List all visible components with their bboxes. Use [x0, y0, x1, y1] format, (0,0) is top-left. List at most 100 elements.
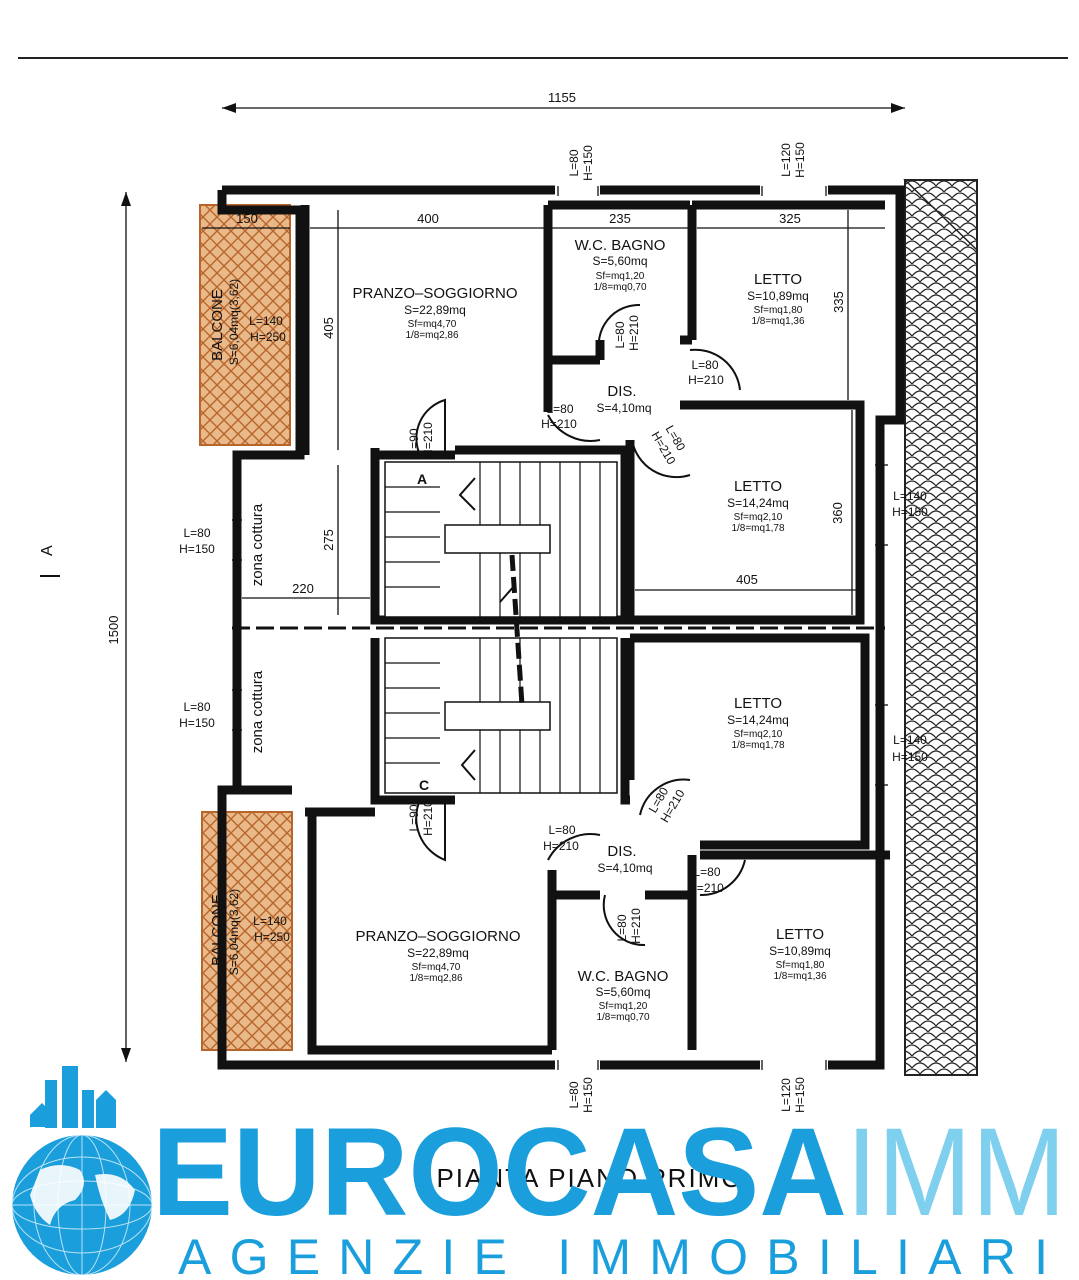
svg-text:H=210: H=210 — [629, 908, 643, 944]
svg-text:H=150: H=150 — [581, 145, 595, 181]
svg-text:LETTO: LETTO — [734, 695, 782, 712]
overall-width-label: 1155 — [548, 90, 576, 105]
overall-width-dimension: 1155 — [222, 90, 905, 113]
balcony-top — [199, 204, 291, 446]
svg-text:1/8=mq0,70: 1/8=mq0,70 — [593, 282, 647, 293]
svg-text:PRANZO–SOGGIORNO: PRANZO–SOGGIORNO — [355, 928, 520, 945]
overall-height-label: 1500 — [106, 616, 121, 645]
svg-text:S=5,60mq: S=5,60mq — [592, 254, 647, 268]
svg-text:H=150: H=150 — [793, 142, 807, 178]
svg-text:BALCONE: BALCONE — [209, 894, 226, 966]
svg-text:H=210: H=210 — [421, 800, 435, 836]
svg-text:Sf=mq1,20: Sf=mq1,20 — [599, 1001, 648, 1012]
svg-text:L=80: L=80 — [567, 1081, 581, 1108]
svg-text:H=150: H=150 — [892, 505, 928, 519]
svg-text:220: 220 — [292, 581, 314, 596]
svg-text:L=80: L=80 — [567, 149, 581, 176]
svg-text:S=5,60mq: S=5,60mq — [595, 985, 650, 999]
room-disimpegno-top: DIS. S=4,10mq — [596, 383, 651, 415]
svg-text:Sf=mq4,70: Sf=mq4,70 — [408, 319, 457, 330]
svg-text:Sf=mq1,80: Sf=mq1,80 — [776, 960, 825, 971]
svg-text:405: 405 — [321, 317, 336, 339]
svg-text:H=210: H=210 — [688, 881, 724, 895]
svg-text:S=22,89mq: S=22,89mq — [407, 946, 469, 960]
svg-text:L=120: L=120 — [779, 1078, 793, 1112]
svg-text:S=10,89mq: S=10,89mq — [747, 289, 809, 303]
roof-tiles — [904, 179, 978, 1076]
svg-text:H=210: H=210 — [541, 417, 577, 431]
svg-text:H=210: H=210 — [543, 839, 579, 853]
svg-text:Sf=mq1,80: Sf=mq1,80 — [754, 305, 803, 316]
svg-text:DIS.: DIS. — [607, 383, 636, 400]
svg-text:LETTO: LETTO — [734, 478, 782, 495]
plan-title: PIANTA PIANO PRIMO — [436, 1163, 743, 1193]
stair-label-a: A — [417, 471, 427, 487]
staircase-bottom — [384, 637, 618, 794]
svg-text:400: 400 — [417, 211, 439, 226]
svg-text:DIS.: DIS. — [607, 843, 636, 860]
svg-text:H=150: H=150 — [179, 716, 215, 730]
room-zona-cottura-top: zona cottura — [249, 503, 266, 586]
svg-text:1/8=mq1,36: 1/8=mq1,36 — [773, 971, 827, 982]
svg-text:1/8=mq0,70: 1/8=mq0,70 — [596, 1012, 650, 1023]
section-marker: A — [39, 545, 56, 556]
svg-text:L=80: L=80 — [183, 526, 210, 540]
svg-text:L=80: L=80 — [693, 865, 720, 879]
room-pranzo-soggiorno-bottom: PRANZO–SOGGIORNO S=22,89mq Sf=mq4,70 1/8… — [355, 928, 520, 984]
svg-text:360: 360 — [830, 502, 845, 524]
room-pranzo-soggiorno-top: PRANZO–SOGGIORNO S=22,89mq Sf=mq4,70 1/8… — [352, 285, 517, 341]
svg-text:L=140: L=140 — [249, 314, 283, 328]
stair-label-c: C — [419, 777, 429, 793]
dimension-labels: 150 400 235 325 405 335 275 220 360 405 — [236, 211, 846, 596]
svg-text:L=140: L=140 — [893, 733, 927, 747]
svg-text:H=150: H=150 — [793, 1077, 807, 1113]
svg-text:Sf=mq1,20: Sf=mq1,20 — [596, 271, 645, 282]
room-wc-bagno-bottom: W.C. BAGNO S=5,60mq Sf=mq1,20 1/8=mq0,70 — [578, 968, 669, 1023]
svg-text:W.C. BAGNO: W.C. BAGNO — [575, 237, 666, 254]
globe-icon — [11, 1066, 153, 1276]
svg-text:H=150: H=150 — [892, 750, 928, 764]
svg-text:1/8=mq1,78: 1/8=mq1,78 — [731, 740, 785, 751]
svg-text:325: 325 — [779, 211, 801, 226]
room-letto-bottom-right: LETTO S=10,89mq Sf=mq1,80 1/8=mq1,36 — [769, 926, 831, 982]
brand-name-dark: EUROCASA — [152, 1103, 847, 1242]
svg-text:Sf=mq2,10: Sf=mq2,10 — [734, 729, 783, 740]
balcony-label-top: BALCONE S=6,04mq(3,62) — [209, 279, 241, 365]
svg-text:L=80: L=80 — [615, 914, 629, 941]
svg-text:H=150: H=150 — [179, 542, 215, 556]
svg-text:H=210: H=210 — [627, 315, 641, 351]
svg-text:S=14,24mq: S=14,24mq — [727, 713, 789, 727]
svg-text:LETTO: LETTO — [754, 271, 802, 288]
svg-text:405: 405 — [736, 572, 758, 587]
svg-text:Sf=mq4,70: Sf=mq4,70 — [412, 962, 461, 973]
svg-text:S=10,89mq: S=10,89mq — [769, 944, 831, 958]
svg-text:1/8=mq1,78: 1/8=mq1,78 — [731, 523, 785, 534]
room-letto-middle-top: LETTO S=14,24mq Sf=mq2,10 1/8=mq1,78 — [727, 478, 789, 534]
room-letto-top-right: LETTO S=10,89mq Sf=mq1,80 1/8=mq1,36 — [747, 271, 809, 327]
svg-text:235: 235 — [609, 211, 631, 226]
svg-text:S=4,10mq: S=4,10mq — [596, 401, 651, 415]
window-marks — [232, 186, 888, 1070]
svg-text:L=80: L=80 — [548, 823, 575, 837]
svg-text:H=150: H=150 — [581, 1077, 595, 1113]
svg-text:275: 275 — [321, 529, 336, 551]
svg-text:S=4,10mq: S=4,10mq — [597, 861, 652, 875]
svg-text:S=6,04mq(3,62): S=6,04mq(3,62) — [227, 889, 241, 975]
svg-text:L=120: L=120 — [779, 143, 793, 177]
svg-text:H=250: H=250 — [250, 330, 286, 344]
svg-text:1/8=mq2,86: 1/8=mq2,86 — [409, 973, 463, 984]
outer-wall — [217, 185, 905, 1070]
svg-text:L=80: L=80 — [183, 700, 210, 714]
room-zona-cottura-bottom: zona cottura — [249, 670, 266, 753]
svg-text:S=14,24mq: S=14,24mq — [727, 496, 789, 510]
svg-text:PRANZO–SOGGIORNO: PRANZO–SOGGIORNO — [352, 285, 517, 302]
brand-name-light: IMM — [846, 1103, 1066, 1242]
interior-walls-top — [300, 200, 885, 625]
svg-text:Sf=mq2,10: Sf=mq2,10 — [734, 512, 783, 523]
svg-text:L=80: L=80 — [613, 321, 627, 348]
room-wc-bagno-top: W.C. BAGNO S=5,60mq Sf=mq1,20 1/8=mq0,70 — [575, 237, 666, 293]
svg-text:BALCONE: BALCONE — [209, 289, 226, 361]
svg-text:1/8=mq1,36: 1/8=mq1,36 — [751, 316, 805, 327]
room-letto-middle-bottom: LETTO S=14,24mq Sf=mq2,10 1/8=mq1,78 — [727, 695, 789, 751]
svg-text:L=80: L=80 — [691, 358, 718, 372]
